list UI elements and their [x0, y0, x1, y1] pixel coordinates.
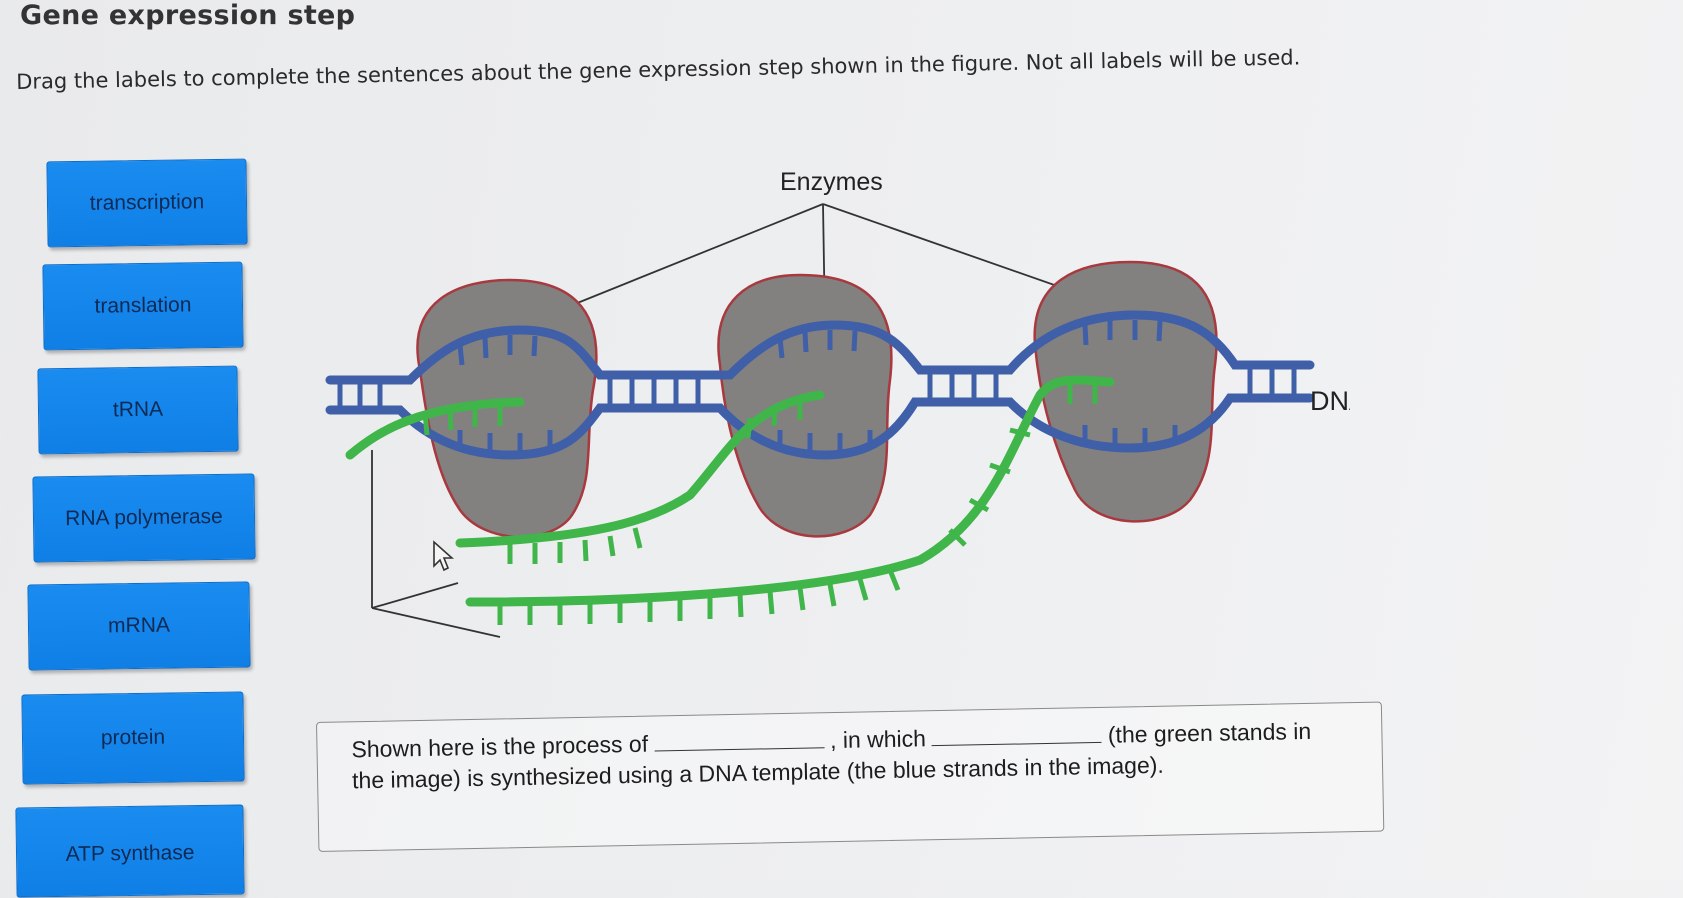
label-text: ATP synthase	[65, 841, 195, 866]
sentence-part-1: Shown here is the process of	[351, 730, 649, 763]
enzyme-2	[717, 273, 893, 538]
label-protein[interactable]: protein	[21, 691, 245, 785]
label-trna[interactable]: tRNA	[37, 365, 239, 455]
label-translation[interactable]: translation	[42, 261, 244, 351]
instructions: Drag the labels to complete the sentence…	[16, 45, 1301, 94]
label-mrna[interactable]: mRNA	[27, 581, 251, 671]
rna-bases	[422, 382, 1098, 625]
drop-zone-1[interactable]	[653, 727, 825, 752]
label-text: protein	[100, 725, 166, 750]
label-text: mRNA	[107, 613, 171, 638]
dna-label: DNA	[1310, 386, 1350, 416]
enzyme-3	[1033, 260, 1218, 523]
label-text: RNA polymerase	[65, 504, 223, 531]
drop-zone-2[interactable]	[931, 721, 1103, 747]
rna-leader-lines	[371, 450, 501, 638]
label-text: transcription	[89, 190, 205, 215]
label-atp-synthase[interactable]: ATP synthase	[15, 804, 245, 898]
dna-double-helix	[325, 310, 1315, 460]
label-rna-polymerase[interactable]: RNA polymerase	[32, 473, 256, 563]
enzymes-label: Enzymes	[780, 168, 883, 196]
dna-base-pairs	[337, 320, 1297, 451]
sentence-part-2: , in which	[829, 725, 927, 754]
sentence-box: Shown here is the process of, in which(t…	[316, 701, 1385, 852]
transcription-figure: Enzymes DNA	[325, 168, 1350, 638]
rna-strands	[345, 375, 1115, 607]
page-title: Gene expression step	[20, 0, 356, 31]
mouse-cursor-icon	[433, 540, 454, 572]
label-transcription[interactable]: transcription	[46, 158, 248, 248]
label-text: tRNA	[112, 397, 164, 422]
label-text: translation	[94, 293, 192, 318]
